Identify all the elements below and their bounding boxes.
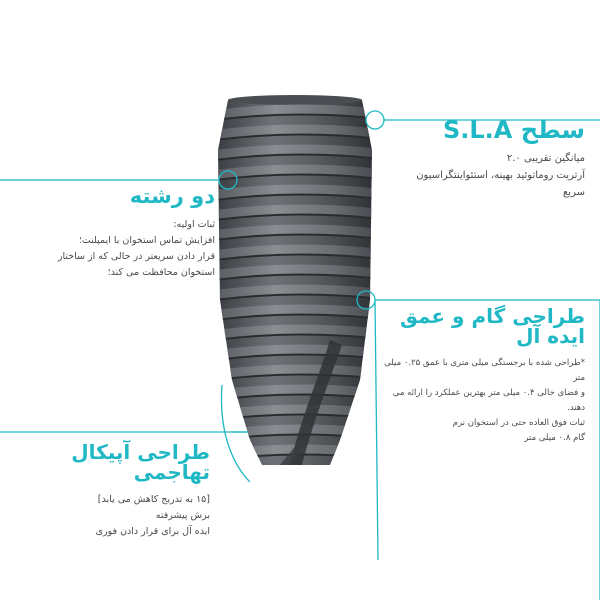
sla-title: سطح S.L.A [442, 116, 585, 144]
thread-shadow [218, 173, 372, 183]
thread-ridge [218, 224, 372, 242]
thread-shadow [218, 273, 372, 283]
thread-ridge [218, 404, 372, 422]
sla-callout: سطح S.L.A میانگین تقریبی ۲.۰ آرتریت روما… [395, 118, 585, 201]
apical-title: طراحی آپیکال تهاجمی [71, 440, 210, 484]
thread-shadow [218, 293, 372, 303]
thread-ridge [218, 364, 372, 382]
double-thread-title: دو رشته [129, 184, 215, 208]
apical-curve [220, 384, 251, 483]
thread-ridge [218, 124, 372, 142]
pitch-vertical-line [374, 299, 379, 561]
thread-shadow [218, 133, 372, 143]
double-thread-callout: دو رشته ثبات اولیه: افزایش تماس استخوان … [25, 186, 215, 281]
double-thread-description: ثبات اولیه: افزایش تماس استخوان با ایمپل… [57, 219, 215, 278]
thread-ridge [218, 244, 372, 262]
thread-shadow [218, 213, 372, 223]
thread-ridge [218, 304, 372, 322]
thread-ridge [218, 164, 372, 182]
apical-callout: طراحی آپیکال تهاجمی [۱۵ به تدریج کاهش می… [35, 442, 210, 540]
thread-ridge [218, 424, 372, 442]
thread-ridge [218, 184, 372, 202]
thread-ridge [218, 204, 372, 222]
sla-description: میانگین تقریبی ۲.۰ آرتریت روماتوئید بهین… [416, 153, 585, 198]
thread-shadow [218, 153, 372, 163]
thread-ridge [218, 104, 372, 122]
thread-shadow [218, 193, 372, 203]
thread-ridge [218, 324, 372, 342]
apical-description: [۱۵ به تدریج کاهش می یابد] برش پیشرفته ا… [95, 494, 210, 537]
thread-ridge [218, 344, 372, 362]
thread-ridge [218, 284, 372, 302]
pitch-depth-callout: طراحی گام و عمق ایده آل *طراحی شده با بر… [380, 306, 585, 446]
thread-ridge [218, 144, 372, 162]
callout-lines [0, 110, 600, 600]
thread-shadow [218, 253, 372, 263]
sla-marker-circle [365, 110, 385, 130]
thread-ridge [218, 384, 372, 402]
pitch-depth-title: طراحی گام و عمق ایده آل [400, 304, 585, 348]
implant-body [218, 95, 372, 465]
thread-shadow [218, 233, 372, 243]
pitch-depth-description: *طراحی شده با برجستگی میلی متری با عمق ۰… [384, 358, 585, 443]
thread-ridge [218, 264, 372, 282]
